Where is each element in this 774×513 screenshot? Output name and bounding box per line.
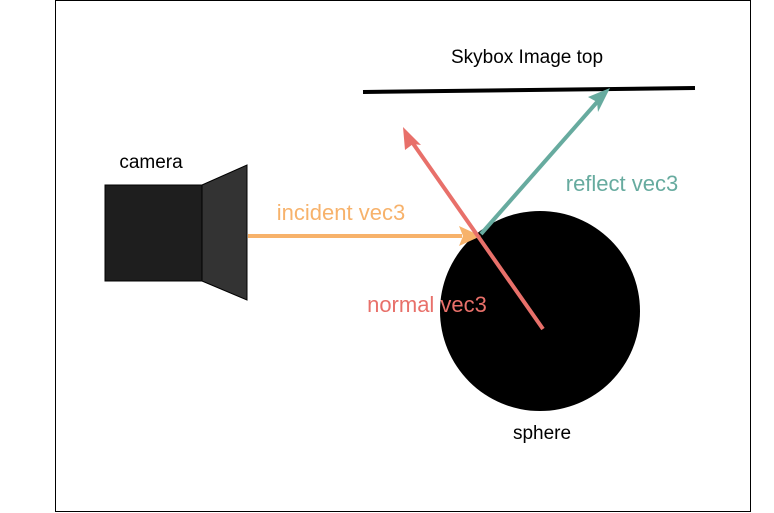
incident-label: incident vec3 (277, 200, 405, 225)
normal-label: normal vec3 (367, 292, 487, 317)
normal-arrowhead (403, 127, 421, 150)
sphere-label: sphere (513, 423, 571, 444)
skybox-label: Skybox Image top (451, 47, 603, 68)
reflect-arrowhead (588, 88, 610, 112)
reflect-label: reflect vec3 (566, 171, 679, 196)
camera-lens (201, 164, 248, 301)
reflect-vector (479, 88, 610, 236)
sphere (440, 211, 640, 411)
incident-arrowhead (459, 226, 481, 246)
normal-vector (403, 127, 545, 331)
camera-label: camera (119, 152, 183, 173)
skybox-line (362, 86, 696, 94)
camera-body (104, 184, 203, 282)
incident-vector (248, 226, 481, 246)
